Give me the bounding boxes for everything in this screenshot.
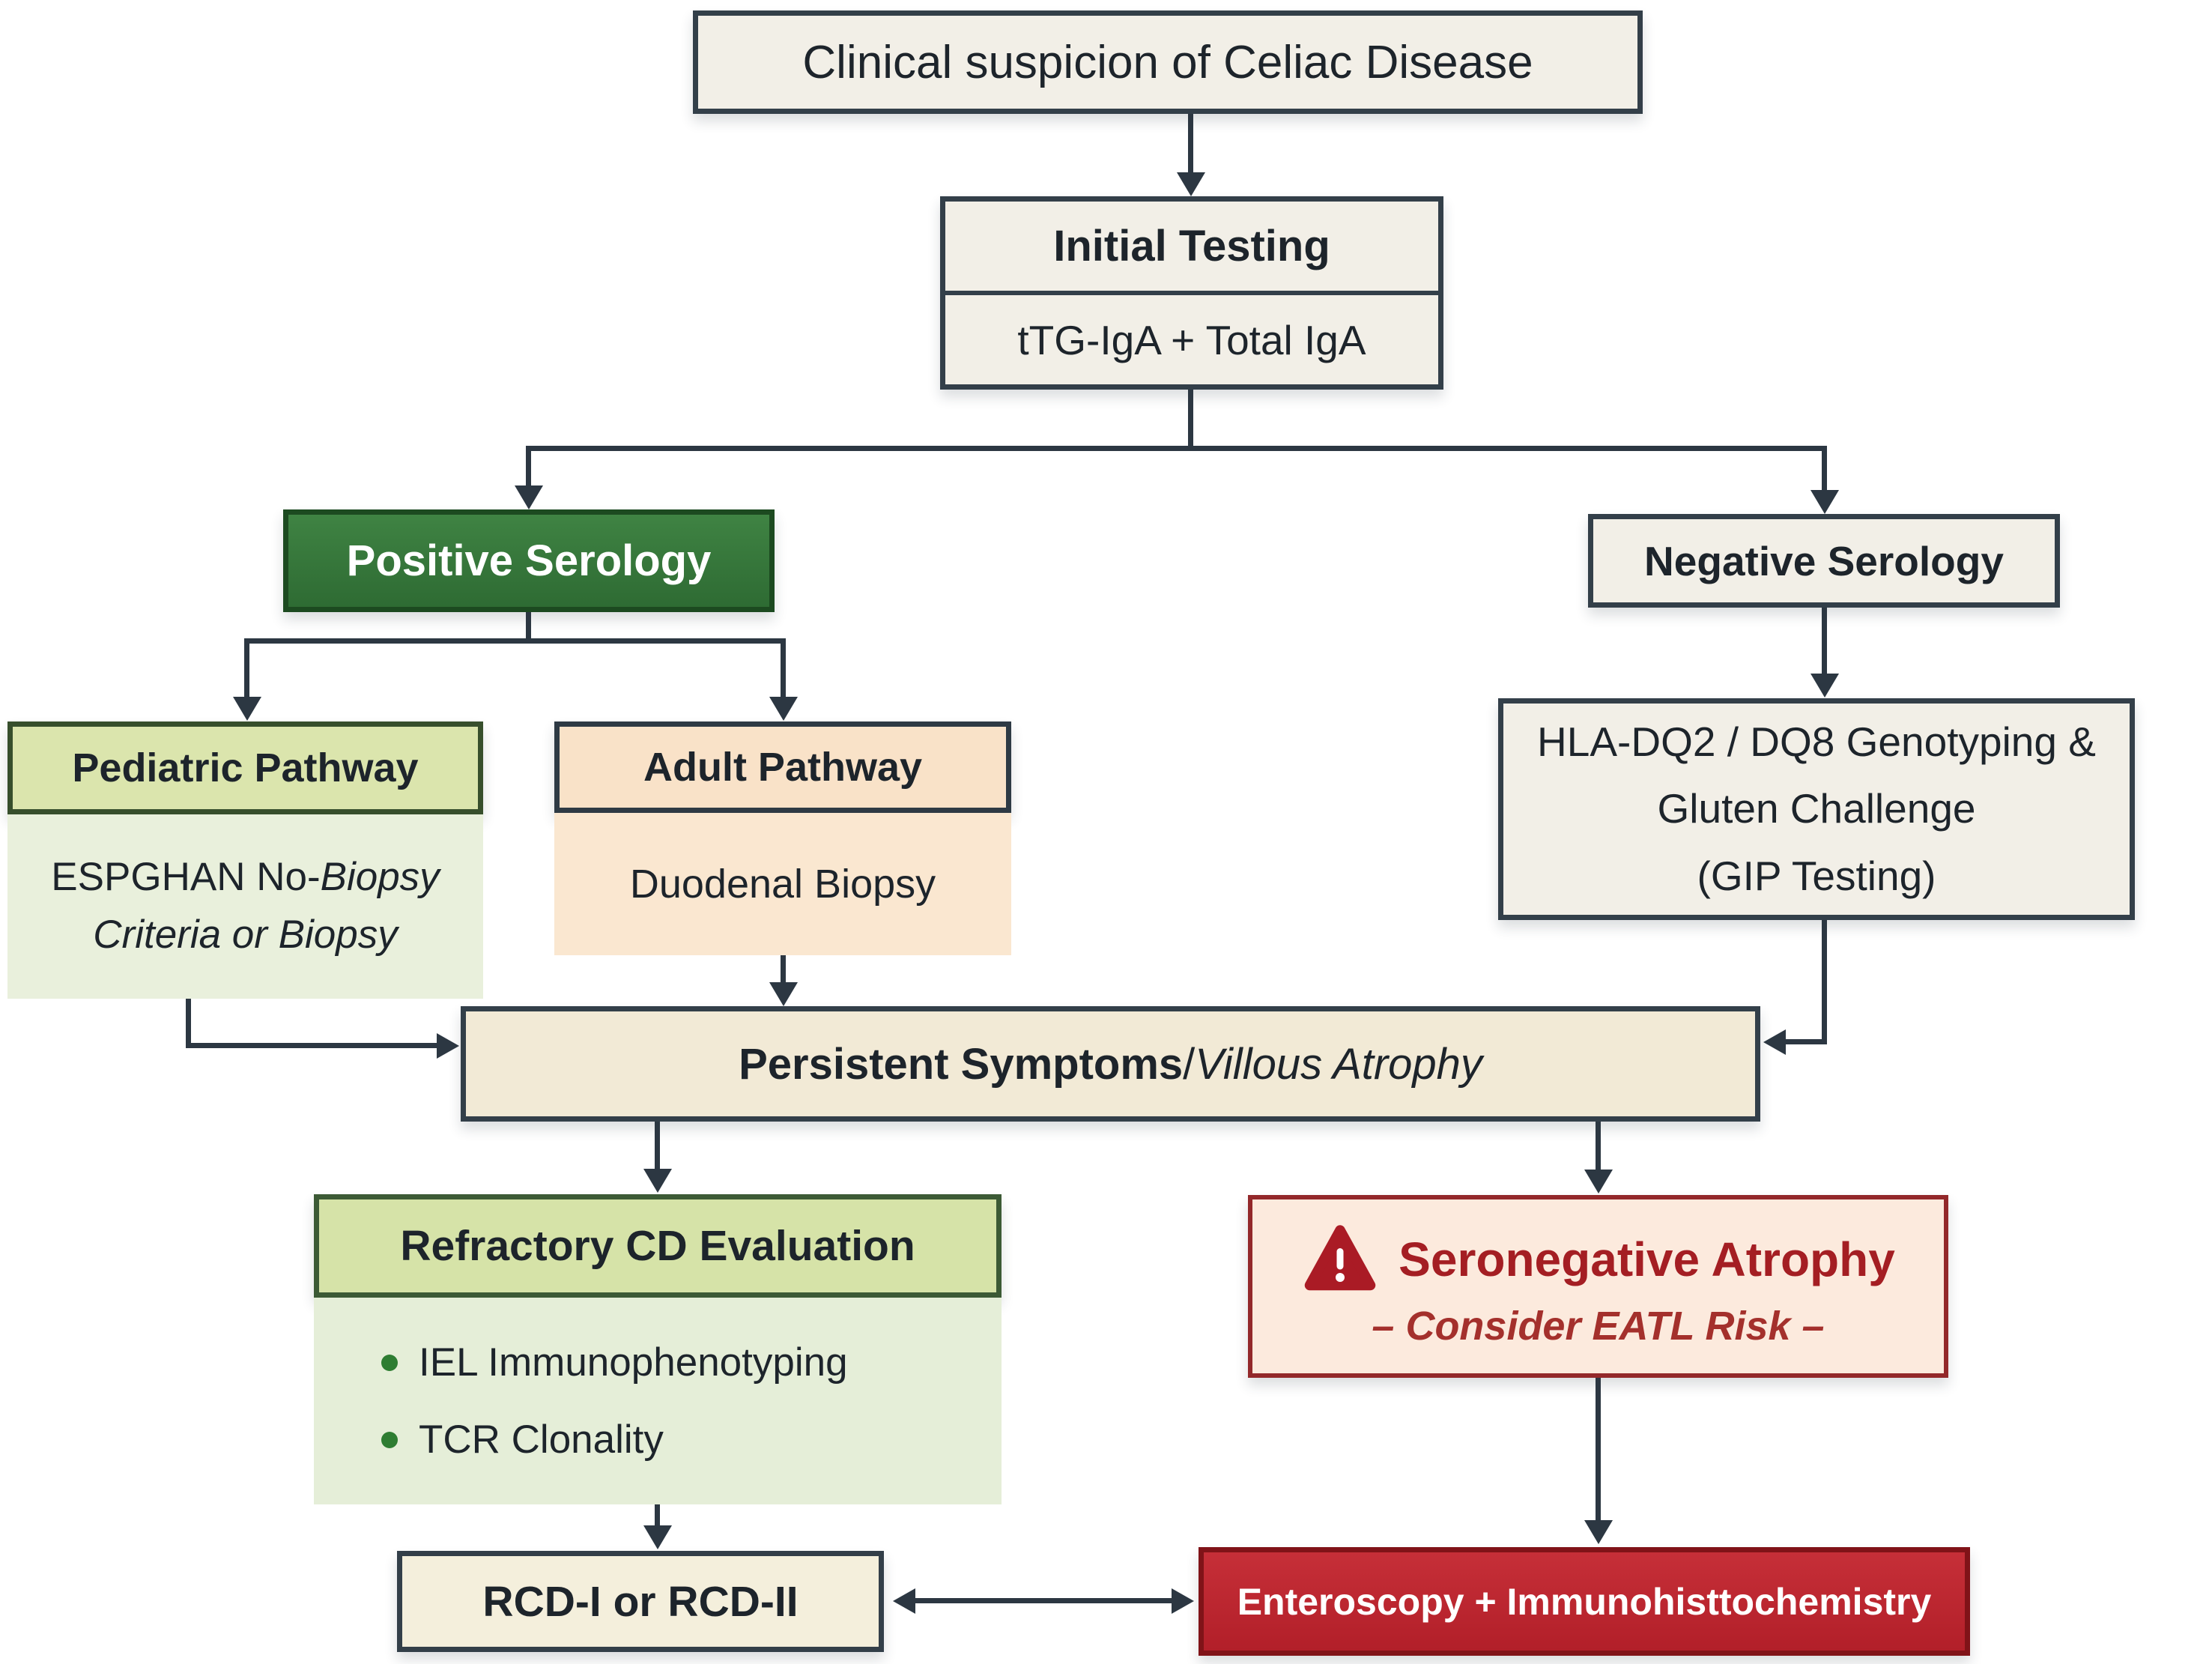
refractory-bullet-2-label: TCR Clonality: [419, 1418, 664, 1462]
connector-positive-split: [526, 612, 531, 644]
connector-seronegative-enteroscopy: [1596, 1378, 1601, 1522]
arrowhead-hla-persistent: [1763, 1029, 1786, 1055]
pediatric-body-line2: Criteria or Biopsy: [93, 913, 398, 957]
arrowhead-clinical-initial: [1177, 172, 1205, 196]
adult-body-label: Duodenal Biopsy: [629, 862, 936, 907]
node-persistent-symptoms: Persistent Symptoms / Villous Atrophy: [461, 1006, 1760, 1122]
connector-split-horizontal: [526, 446, 1827, 451]
hla-line1: HLA-DQ2 / DQ8 Genotyping &: [1537, 718, 2096, 766]
arrowhead-split-adult: [769, 697, 798, 721]
node-rcd: RCD-I or RCD-II: [397, 1551, 884, 1652]
connector-rcd-enteroscopy: [912, 1598, 1175, 1603]
node-refractory-evaluation-body: IEL Immunophenotyping TCR Clonality: [314, 1298, 1002, 1504]
arrowhead-negative-hla: [1810, 674, 1839, 698]
connector-split-adult: [781, 638, 786, 698]
connector-clinical-initial: [1188, 114, 1193, 175]
connector-persistent-seronegative: [1596, 1122, 1601, 1171]
arrowhead-enteroscopy-right: [1172, 1588, 1194, 1614]
pediatric-line1-italic: Biopsy: [320, 855, 440, 900]
node-refractory-evaluation-header: Refractory CD Evaluation: [314, 1194, 1002, 1298]
arrowhead-split-negative: [1810, 490, 1839, 514]
refractory-bullet-2: TCR Clonality: [381, 1417, 664, 1462]
initial-testing-title: Initial Testing: [945, 202, 1438, 295]
connector-split-negative: [1822, 446, 1827, 492]
arrowhead-persistent-refractory: [643, 1169, 672, 1193]
positive-serology-label: Positive Serology: [346, 536, 712, 585]
connector-initial-split: [1188, 390, 1193, 451]
connector-split-pediatric: [244, 638, 249, 698]
hla-line3: (GIP Testing): [1697, 852, 1936, 899]
node-positive-serology: Positive Serology: [283, 509, 775, 612]
connector-pediatric-adult-horizontal: [244, 638, 786, 644]
node-adult-pathway-header: Adult Pathway: [554, 721, 1011, 813]
connector-refractory-rcd: [655, 1504, 660, 1528]
pediatric-pathway-title: Pediatric Pathway: [72, 745, 419, 790]
connector-adult-persistent: [781, 955, 786, 987]
refractory-bullet-1: IEL Immunophenotyping: [381, 1340, 848, 1385]
node-adult-pathway-body: Duodenal Biopsy: [554, 813, 1011, 955]
node-enteroscopy: Enteroscopy + Immunohisttochemistry: [1199, 1547, 1970, 1656]
clinical-suspicion-label: Clinical suspicion of Celiac Disease: [802, 36, 1533, 88]
warning-triangle-icon: [1304, 1225, 1376, 1291]
persistent-italic-label: Villous Atrophy: [1195, 1039, 1482, 1089]
connector-hla-elbow: [1822, 920, 1827, 1044]
persistent-bold-label: Persistent Symptoms: [739, 1039, 1184, 1089]
connector-split-positive: [526, 446, 531, 489]
node-seronegative-atrophy: Seronegative Atrophy – Consider EATL Ris…: [1248, 1195, 1948, 1378]
arrowhead-rcd-left: [893, 1588, 915, 1614]
initial-testing-subtitle: tTG-IgA + Total IgA: [1017, 316, 1366, 363]
arrowhead-adult-persistent: [769, 982, 798, 1006]
arrowhead-pediatric-persistent: [437, 1033, 459, 1059]
persistent-separator: /: [1183, 1039, 1196, 1089]
connector-negative-hla: [1822, 608, 1827, 677]
arrowhead-split-positive: [515, 485, 543, 509]
pediatric-line1-regular: ESPGHAN No-: [51, 855, 321, 900]
connector-pediatric-elbow: [186, 999, 191, 1048]
hla-line2: Gluten Challenge: [1657, 785, 1976, 832]
connector-persistent-refractory: [655, 1122, 660, 1171]
refractory-bullet-1-label: IEL Immunophenotyping: [419, 1340, 848, 1385]
pediatric-body-line1: ESPGHAN No-Biopsy: [51, 849, 439, 907]
negative-serology-label: Negative Serology: [1644, 537, 2004, 584]
arrowhead-refractory-rcd: [643, 1525, 672, 1549]
enteroscopy-label: Enteroscopy + Immunohisttochemistry: [1237, 1580, 1932, 1623]
rcd-label: RCD-I or RCD-II: [482, 1577, 799, 1626]
node-clinical-suspicion: Clinical suspicion of Celiac Disease: [693, 10, 1643, 114]
node-initial-testing: Initial Testing tTG-IgA + Total IgA: [940, 196, 1443, 390]
bullet-dot-icon: [381, 1431, 398, 1448]
node-pediatric-pathway-body: ESPGHAN No-Biopsy Criteria or Biopsy: [7, 814, 483, 999]
seronegative-title-row: Seronegative Atrophy: [1301, 1223, 1895, 1295]
seronegative-subtitle: – Consider EATL Risk –: [1372, 1304, 1825, 1349]
arrowhead-split-pediatric: [233, 697, 261, 721]
node-hla-genotyping: HLA-DQ2 / DQ8 Genotyping & Gluten Challe…: [1498, 698, 2135, 920]
arrowhead-seronegative-enteroscopy: [1584, 1520, 1613, 1544]
arrowhead-persistent-seronegative: [1584, 1170, 1613, 1193]
node-pediatric-pathway-header: Pediatric Pathway: [7, 721, 483, 814]
connector-pediatric-persistent: [186, 1043, 439, 1048]
adult-pathway-title: Adult Pathway: [643, 745, 923, 790]
seronegative-title: Seronegative Atrophy: [1399, 1232, 1895, 1286]
refractory-title: Refractory CD Evaluation: [400, 1222, 915, 1270]
node-negative-serology: Negative Serology: [1588, 514, 2060, 608]
connector-hla-persistent: [1786, 1039, 1827, 1044]
bullet-dot-icon: [381, 1354, 398, 1371]
